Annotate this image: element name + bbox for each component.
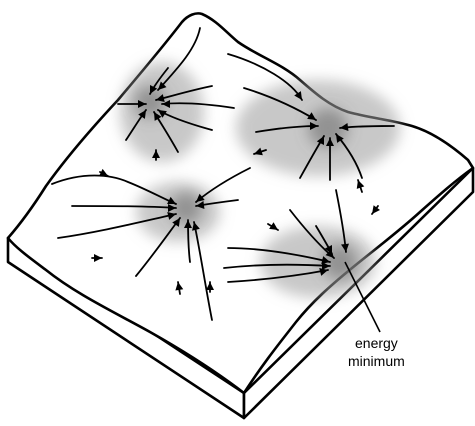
energy-minimum-label-line2: minimum — [348, 353, 405, 369]
energy-surface — [8, 13, 473, 393]
basin-lower-right — [260, 226, 376, 298]
energy-minimum-label-line1: energy — [355, 335, 398, 351]
